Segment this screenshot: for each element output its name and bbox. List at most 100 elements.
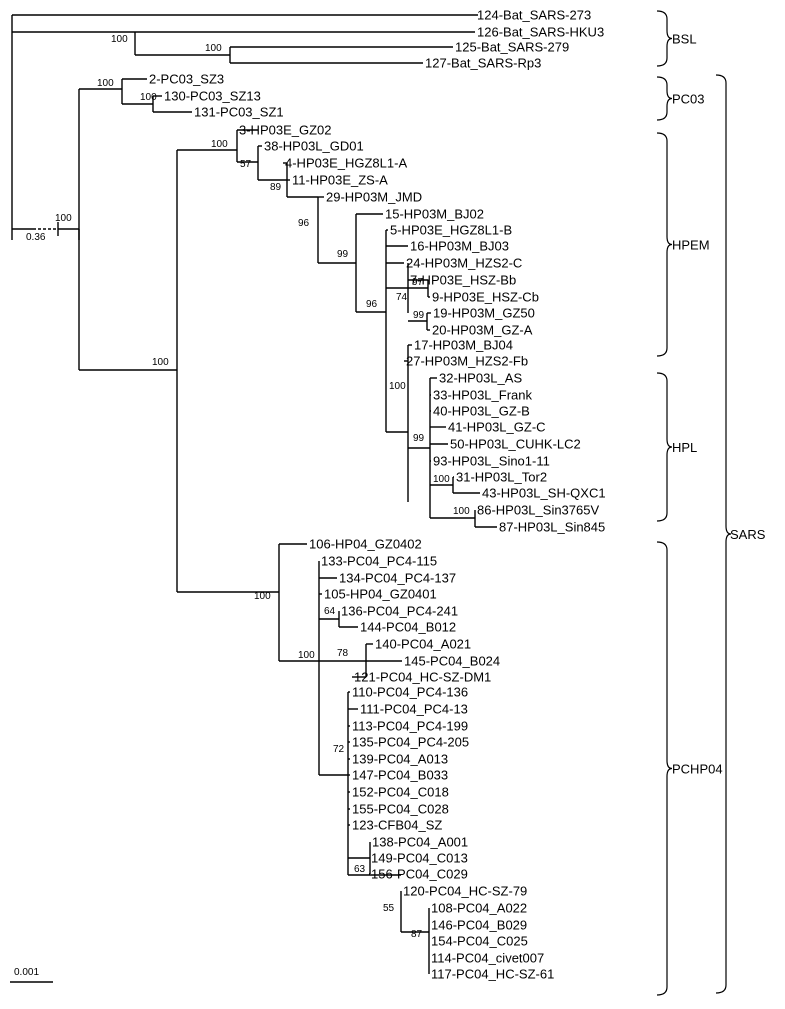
leaf-label-l5: 5-HP03E_HGZ8L1-B [390, 223, 512, 238]
leaf-label-l50: 50-HP03L_CUHK-LC2 [450, 437, 581, 452]
leaf-label-l93: 93-HP03L_Sino1-11 [433, 454, 550, 469]
bootstrap-value-npc03: 100 [97, 78, 114, 89]
leaf-label-l136: 136-PC04_PC4-241 [341, 604, 458, 619]
bootstrap-value-nsarsroot: 100 [152, 357, 169, 368]
bootstrap-value-n108: 87 [411, 929, 423, 940]
leaf-label-l27: 27-HP03M_HZS2-Fb [406, 354, 528, 369]
leaf-label-l121: 121-PC04_HC-SZ-DM1 [354, 670, 491, 685]
leaf-label-l3: 3-HP03E_GZ02 [239, 123, 332, 138]
bootstrap-value-n138: 63 [354, 864, 366, 875]
bootstrap-value-n125: 100 [205, 43, 222, 54]
bootstrap-value-n140: 78 [337, 648, 349, 659]
clade-label-pc03: PC03 [672, 92, 705, 107]
leaf-label-l38: 38-HP03L_GD01 [264, 139, 364, 154]
clade-bracket-bsl [656, 10, 673, 67]
leaf-label-l87: 87-HP03L_Sin845 [499, 520, 605, 535]
bootstrap-value-n136: 64 [324, 606, 336, 617]
leaf-label-l86: 86-HP03L_Sin3765V [477, 503, 599, 518]
bootstrap-value-n31: 100 [433, 474, 450, 485]
leaf-label-l7: 7-HP03E_HSZ-Bb [410, 273, 516, 288]
leaf-label-l113: 113-PC04_PC4-199 [352, 719, 468, 734]
bootstrap-value-nhpl: 100 [389, 381, 406, 392]
leaf-label-l111: 111-PC04_PC4-13 [360, 702, 468, 717]
leaf-label-l117: 117-PC04_HC-SZ-61 [431, 967, 554, 982]
bootstrap-value-ne: 96 [366, 299, 378, 310]
leaf-label-l134: 134-PC04_PC4-137 [339, 571, 456, 586]
leaf-label-l32: 32-HP03L_AS [439, 371, 522, 386]
leaf-label-l110: 110-PC04_PC4-136 [352, 685, 468, 700]
leaf-label-l152: 152-PC04_C018 [352, 785, 449, 800]
leaf-label-l29: 29-HP03M_JMD [326, 190, 422, 205]
bootstrap-value-nmain: 100 [254, 591, 271, 602]
leaf-label-l2: 2-PC03_SZ3 [149, 72, 224, 87]
scale-bar-label: 0.001 [14, 967, 39, 978]
clade-label-hpl: HPL [672, 440, 697, 455]
clade-bracket-pc03 [656, 76, 673, 121]
clade-bracket-hpl [656, 372, 673, 522]
leaf-label-l154: 154-PC04_C025 [431, 934, 528, 949]
leaf-label-l130: 130-PC03_SZ13 [164, 89, 261, 104]
leaf-label-l127: 127-Bat_SARS-Rp3 [425, 56, 541, 71]
leaf-label-l138: 138-PC04_A001 [372, 835, 468, 850]
clade-label-bsl: BSL [672, 32, 697, 47]
leaf-label-l156: 156-PC04_C029 [371, 867, 468, 882]
leaf-label-l105: 105-HP04_GZ0401 [324, 587, 437, 602]
leaf-label-l140: 140-PC04_A021 [375, 637, 471, 652]
leaf-label-l106: 106-HP04_GZ0402 [309, 537, 422, 552]
leaf-label-l31: 31-HP03L_Tor2 [456, 470, 547, 485]
leaf-label-l123: 123-CFB04_SZ [352, 818, 442, 833]
root-branch-length-label: 0.36 [26, 232, 46, 243]
leaf-label-l124: 124-Bat_SARS-273 [477, 8, 591, 23]
bootstrap-value-nbsl: 100 [111, 34, 128, 45]
bootstrap-value-nf: 74 [396, 292, 408, 303]
clade-bracket-pchp04 [656, 541, 673, 996]
leaf-label-l17: 17-HP03M_BJ04 [414, 338, 513, 353]
bootstrap-value-npc: 100 [298, 650, 315, 661]
leaf-label-l135: 135-PC04_PC4-205 [352, 735, 469, 750]
clade-bracket-sars [715, 74, 732, 994]
clade-label-hpem: HPEM [672, 238, 710, 253]
leaf-label-l15: 15-HP03M_BJ02 [385, 207, 484, 222]
leaf-label-l146: 146-PC04_B029 [431, 918, 527, 933]
leaf-label-l120: 120-PC04_HC-SZ-79 [403, 884, 527, 899]
leaf-label-l145: 145-PC04_B024 [404, 654, 500, 669]
leaf-label-l40: 40-HP03L_GZ-B [433, 404, 530, 419]
bootstrap-value-n29: 96 [298, 218, 310, 229]
leaf-label-l114: 114-PC04_civet007 [431, 951, 544, 966]
tree-branches [11, 14, 497, 974]
leaf-labels: 124-Bat_SARS-273 126-Bat_SARS-HKU3125-Bat… [149, 8, 606, 982]
leaf-label-l147: 147-PC04_B033 [352, 768, 448, 783]
leaf-label-l41: 41-HP03L_GZ-C [448, 420, 546, 435]
bootstrap-value-n86: 100 [453, 506, 470, 517]
leaf-label-l149: 149-PC04_C013 [371, 851, 468, 866]
bootstrap-value-n38: 57 [240, 159, 252, 170]
leaf-label-l108: 108-PC04_A022 [431, 901, 527, 916]
bootstrap-value-n17x: 99 [413, 433, 425, 444]
bootstrap-value-nhpemroot: 100 [211, 139, 228, 150]
bootstrap-value-n19: 99 [413, 310, 425, 321]
bootstrap-value-n130: 100 [140, 92, 157, 103]
leaf-label-l155: 155-PC04_C028 [352, 802, 449, 817]
leaf-label-l133: 133-PC04_PC4-115 [321, 554, 437, 569]
clade-bracket-hpem [656, 132, 673, 357]
leaf-label-l11: 11-HP03E_ZS-A [292, 173, 388, 188]
bootstrap-value-nq: 72 [333, 744, 345, 755]
leaf-label-l20: 20-HP03M_GZ-A [432, 323, 533, 338]
leaf-label-l19: 19-HP03M_GZ50 [433, 306, 535, 321]
leaf-label-l16: 16-HP03M_BJ03 [410, 239, 509, 254]
bootstrap-labels: 1001001001001001005789969996749799100991… [55, 34, 470, 940]
bootstrap-value-n120: 55 [383, 903, 395, 914]
clade-label-pchp04: PCHP04 [672, 762, 723, 777]
bootstrap-value-n4: 89 [270, 182, 282, 193]
leaf-label-l24: 24-HP03M_HZS2-C [406, 256, 522, 271]
leaf-label-l125: 125-Bat_SARS-279 [455, 40, 569, 55]
leaf-label-l9: 9-HP03E_HSZ-Cb [432, 290, 539, 305]
bootstrap-value-n7: 97 [412, 277, 424, 288]
bootstrap-value-nroot: 100 [55, 213, 72, 224]
leaf-label-l126: 126-Bat_SARS-HKU3 [477, 25, 604, 40]
leaf-label-l4: 4-HP03E_HGZ8L1-A [285, 156, 407, 171]
leaf-label-l43: 43-HP03L_SH-QXC1 [482, 486, 606, 501]
leaf-label-l33: 33-HP03L_Frank [433, 388, 532, 403]
